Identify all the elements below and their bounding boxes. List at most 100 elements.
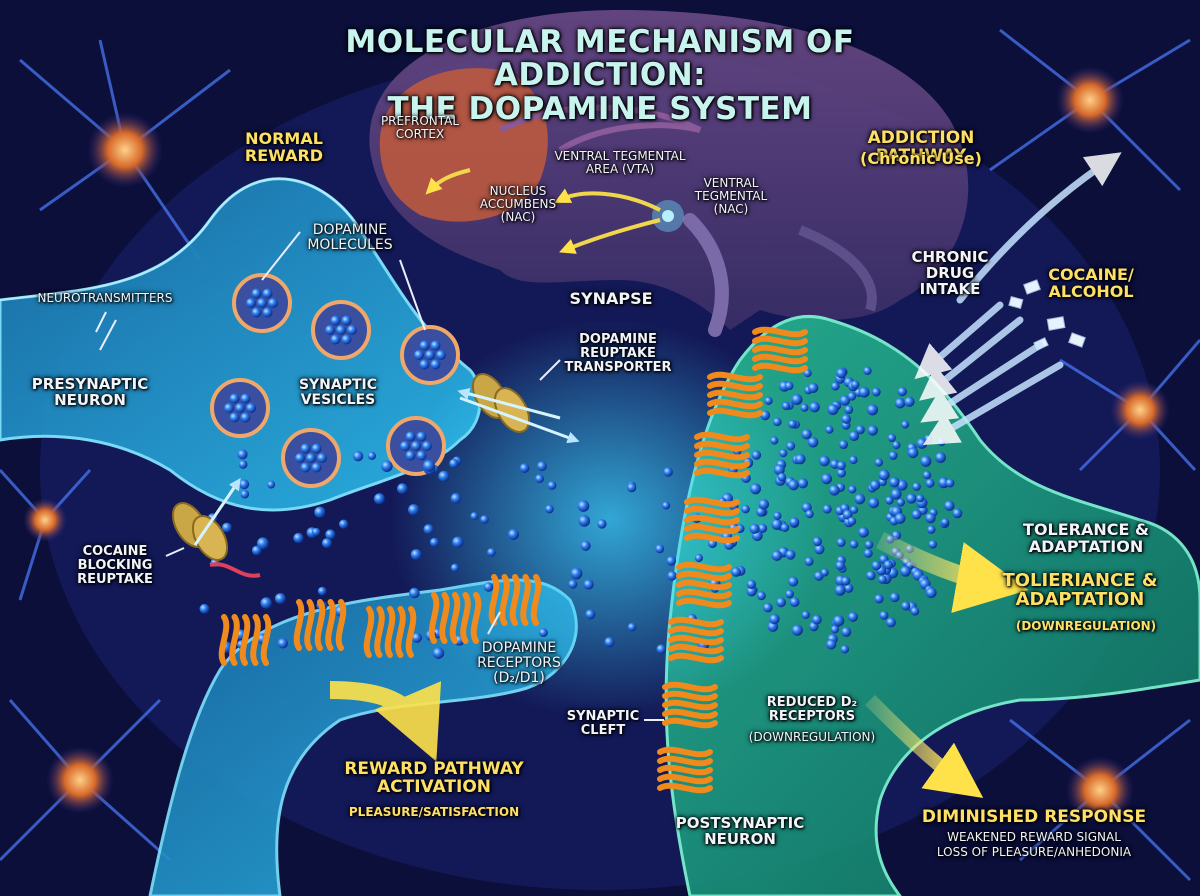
pleasure-satisfaction-label: PLEASURE/SATISFACTION <box>348 805 520 819</box>
dopamine-molecule <box>886 617 896 628</box>
dopamine-molecule <box>325 325 335 335</box>
leader-lines <box>95 231 664 721</box>
dopamine-molecule <box>347 325 357 335</box>
dopamine-molecule <box>927 525 936 534</box>
dopamine-molecule <box>871 560 882 571</box>
dopamine-molecule <box>827 403 839 416</box>
dopamine-molecule <box>836 368 847 379</box>
dopamine-molecule <box>803 369 812 378</box>
synaptic-cleft-label: SYNAPTIC CLEFT <box>566 709 640 739</box>
dopamine-molecule <box>945 478 955 488</box>
dopamine-molecule <box>789 597 800 608</box>
dopamine-molecule <box>585 609 596 620</box>
loss-of-pleasure-label: LOSS OF PLEASURE/ANHEDONIA <box>936 845 1132 859</box>
dopamine-molecule <box>341 315 352 326</box>
dopamine-molecule <box>887 433 896 443</box>
dopamine-molecule <box>858 386 870 398</box>
dopamine-molecule <box>667 571 677 581</box>
dopamine-molecule <box>821 473 833 485</box>
dopamine-receptor <box>694 431 750 479</box>
dopamine-molecule <box>221 522 232 533</box>
dopamine-molecule <box>545 504 554 514</box>
dopamine-molecule <box>771 550 783 561</box>
dopamine-receptor <box>488 574 542 626</box>
dopamine-molecule <box>314 506 326 518</box>
dopamine-molecule <box>890 488 902 500</box>
dopamine-molecule <box>866 570 876 581</box>
dopamine-molecule <box>795 453 806 465</box>
dopamine-molecule <box>839 395 851 406</box>
dopamine-receptor-array <box>218 326 808 794</box>
dopamine-molecule <box>449 458 459 469</box>
synapse-label: SYNAPSE <box>569 289 653 308</box>
dopamine-molecule <box>804 556 814 566</box>
dopamine-molecule <box>836 537 846 547</box>
dopamine-molecule <box>432 647 445 659</box>
dopamine-molecule <box>300 462 311 473</box>
dopamine-molecule <box>583 579 594 590</box>
dopamine-molecule <box>764 396 773 405</box>
dopamine-molecule <box>897 386 907 397</box>
dopamine-receptor <box>707 371 763 419</box>
dopamine-molecule <box>604 637 615 648</box>
dopamine-molecule <box>791 394 803 405</box>
diminished-response-label: DIMINISHED RESPONSE <box>921 807 1147 827</box>
addiction-pathway-label: ADDICTION PATHWAY <box>867 128 975 167</box>
dopamine-molecule <box>781 401 791 411</box>
dopamine-molecule <box>256 537 269 550</box>
dopamine-molecule <box>246 403 256 413</box>
dopamine-molecule <box>952 508 963 519</box>
dopamine-molecule <box>224 403 234 413</box>
dopamine-molecule <box>906 493 917 504</box>
dopamine-molecule <box>866 404 879 416</box>
dopamine-molecule <box>300 443 311 454</box>
dopamine-molecule <box>788 419 797 429</box>
cocaine-blocking-reuptake-label: COCAINE BLOCKING REUPTAKE <box>77 544 153 588</box>
neurotransmitters-label: NEUROTRANSMITTERS <box>37 291 173 305</box>
dopamine-molecule <box>849 539 859 549</box>
dopamine-molecule <box>894 513 906 524</box>
dopamine-molecule <box>762 602 773 613</box>
dopamine-molecule <box>321 538 332 549</box>
weakened-reward-signal-label: WEAKENED REWARD SIGNAL <box>947 830 1121 844</box>
dopamine-molecule <box>295 453 305 463</box>
dopamine-molecule <box>901 420 910 429</box>
dopamine-molecule <box>325 529 336 540</box>
dopamine-molecule <box>409 587 420 599</box>
dopamine-molecule <box>874 594 884 604</box>
dopamine-molecule <box>849 455 858 465</box>
dopamine-molecule <box>820 568 829 577</box>
dopamine-receptor <box>662 681 718 729</box>
dopamine-molecule <box>863 366 872 375</box>
tolerance-arrow <box>875 531 1029 614</box>
presynaptic-neuron-label: PRESYNAPTIC NEURON <box>31 375 149 410</box>
dopamine-molecule <box>235 403 245 413</box>
dopamine-molecule <box>330 334 341 345</box>
dopamine-molecule <box>330 315 341 326</box>
dopamine-molecule <box>894 397 906 409</box>
dopamine-molecule <box>746 579 757 589</box>
normal-reward-label: NORMAL REWARD <box>244 129 324 166</box>
dopamine-molecule <box>570 567 583 580</box>
dopamine-molecule <box>519 463 530 473</box>
dopamine-molecule <box>597 519 607 529</box>
dopamine-molecule <box>912 482 921 491</box>
dopamine-molecule <box>430 359 441 370</box>
dopamine-molecule <box>925 478 935 488</box>
dopamine-molecule <box>889 477 900 488</box>
dopamine-molecule <box>535 474 544 484</box>
dopamine-receptor <box>752 326 808 374</box>
dopamine-molecule <box>773 511 782 520</box>
dopamine-molecule <box>663 467 673 477</box>
dopamine-molecule <box>920 455 932 467</box>
dopamine-molecule <box>229 393 240 404</box>
dopamine-molecule <box>751 450 762 460</box>
dopamine-molecule <box>336 325 346 335</box>
dopamine-molecule <box>410 549 422 560</box>
dopamine-molecule <box>251 288 262 299</box>
dopamine-molecule <box>851 380 860 389</box>
dopamine-molecule <box>438 470 450 482</box>
dopamine-molecule <box>547 480 557 490</box>
dopamine-molecule <box>788 576 799 587</box>
dopamine-molecule <box>830 625 840 634</box>
